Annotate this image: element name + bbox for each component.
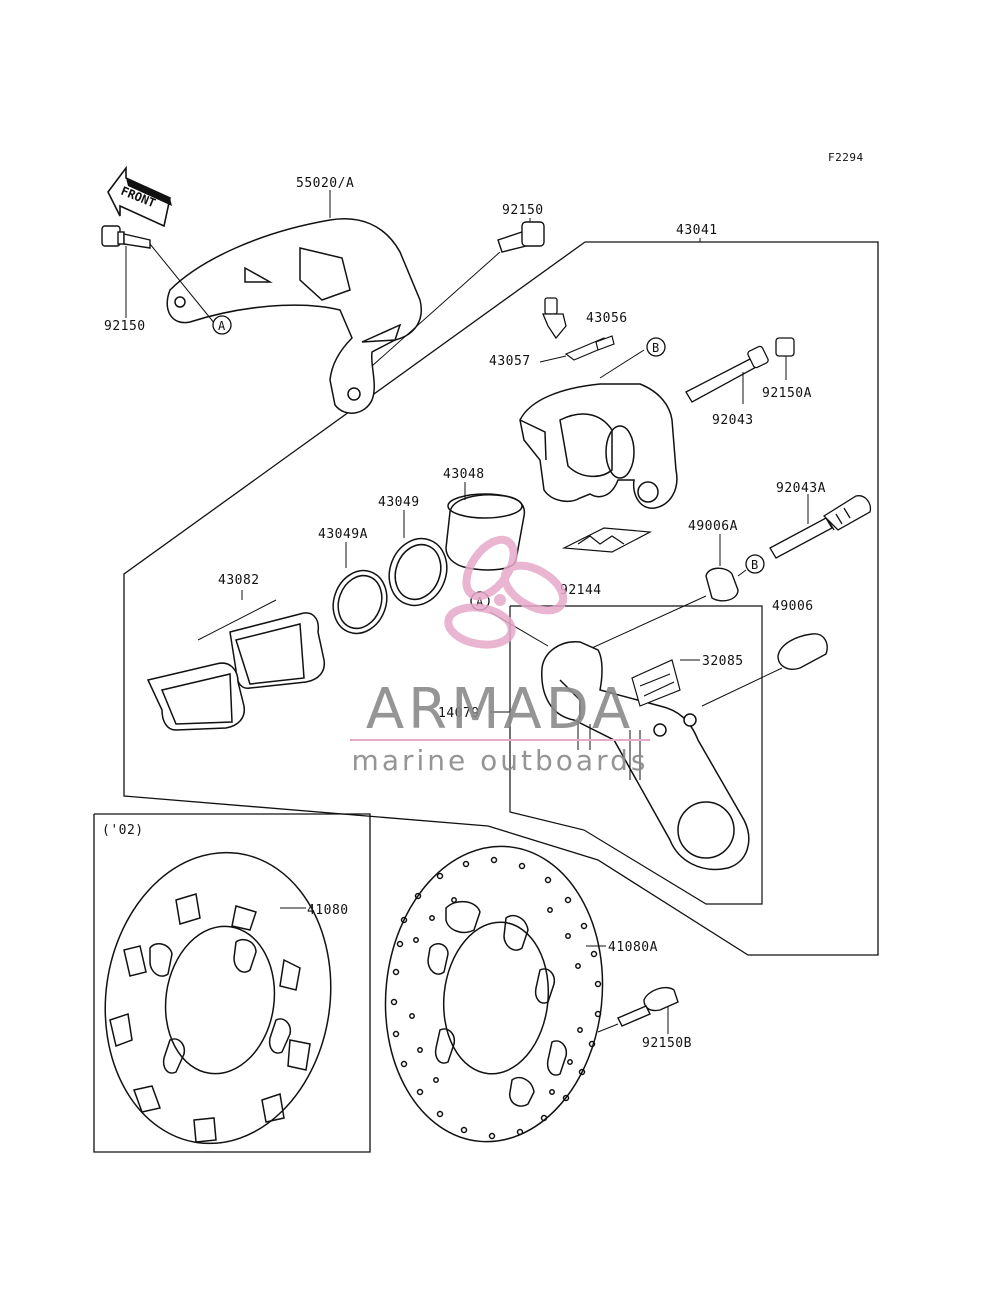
dust-seal-part: [332, 569, 388, 635]
label-43049: 43049: [378, 495, 420, 510]
disc-screw-part: [617, 986, 679, 1027]
label-43041: 43041: [676, 223, 718, 238]
label-43057: 43057: [489, 354, 531, 369]
label-43048: 43048: [443, 467, 485, 482]
watermark-brand: ARMADA: [366, 677, 634, 742]
bolt-49006-part: [777, 633, 828, 670]
label-32085: 32085: [702, 654, 744, 669]
label-92150A: 92150A: [762, 386, 812, 401]
bracket-group-outline: [509, 605, 763, 905]
propeller-logo: [444, 535, 568, 649]
label-92150B: 92150B: [642, 1036, 692, 1051]
label-49006: 49006: [772, 599, 814, 614]
label-41080A: 41080A: [608, 940, 658, 955]
caliper-body-part: [519, 383, 678, 509]
boot-49006A-part: [705, 567, 739, 602]
bolt-92150-top: [497, 221, 545, 253]
label-92150-left: 92150: [104, 319, 146, 334]
piston-part: [445, 493, 526, 571]
label-92150-top: 92150: [502, 203, 544, 218]
watermark-tagline: marine outboards: [352, 744, 649, 777]
variant-note: ('02): [102, 823, 144, 838]
bolt-92150-left: [101, 225, 151, 249]
callout-a-left-text: A: [218, 319, 226, 333]
front-arrow: FRONT: [107, 165, 172, 228]
label-43049A: 43049A: [318, 527, 368, 542]
assembly-outline: [123, 241, 879, 956]
label-43056: 43056: [586, 311, 628, 326]
callout-a-left: A: [212, 315, 232, 335]
cap-92150A-part: [775, 337, 795, 357]
label-49006A: 49006A: [688, 519, 738, 534]
label-55020A: 55020/A: [296, 176, 354, 191]
slide-pin-92043A-part: [769, 495, 872, 559]
slide-pin-92043-part: [685, 345, 769, 403]
pad-spring-32085-part: [631, 659, 681, 707]
brake-pads-part: [146, 612, 326, 731]
brake-disc-41080A-part: [384, 845, 604, 1143]
pad-spring-part: [564, 335, 615, 361]
callout-b-right-text: B: [751, 558, 758, 572]
anti-rattle-spring-part: [561, 527, 653, 553]
bleed-valve-part: [542, 297, 567, 340]
figure-code: F2294: [828, 151, 864, 164]
callout-b-right: B: [745, 554, 765, 574]
caliper-bracket-part: [166, 218, 422, 414]
label-14079: 14079: [438, 706, 480, 721]
callout-a-mid-text: A: [476, 595, 484, 609]
label-41080: 41080: [307, 903, 349, 918]
label-43082: 43082: [218, 573, 260, 588]
caliper-holder-part: [541, 641, 750, 871]
label-92043: 92043: [712, 413, 754, 428]
piston-seal-part: [388, 537, 448, 607]
callout-b-top-text: B: [652, 341, 659, 355]
label-92144: 92144: [560, 583, 602, 598]
watermark: ARMADA marine outboards: [350, 535, 650, 777]
variant-box: [93, 813, 371, 1153]
callout-b-top: B: [646, 337, 666, 357]
label-92043A: 92043A: [776, 481, 826, 496]
brake-disc-41080-part: [104, 851, 332, 1145]
